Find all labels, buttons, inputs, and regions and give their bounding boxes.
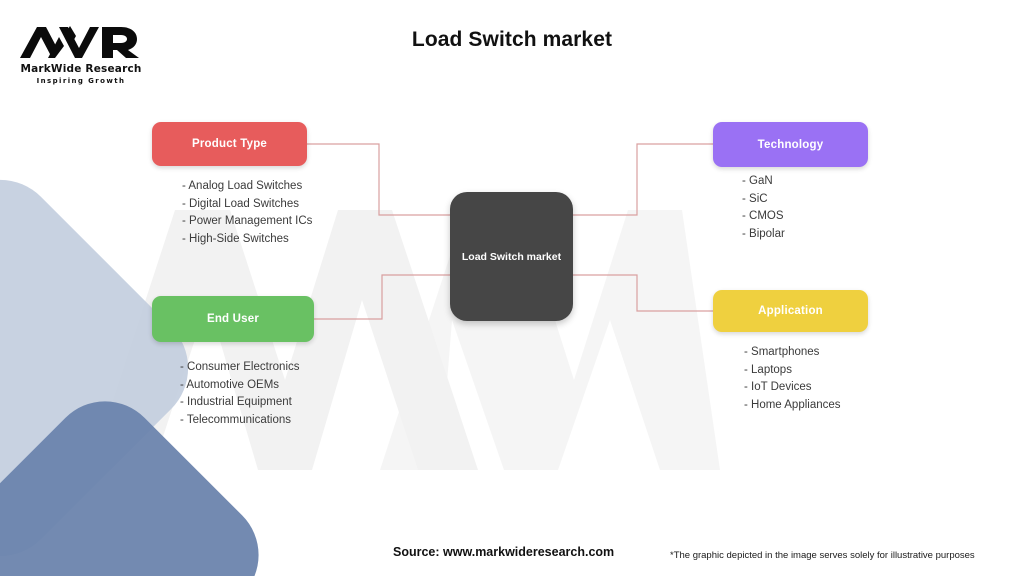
list-item: - SiC xyxy=(742,192,768,205)
node-application-label: Application xyxy=(758,305,823,317)
list-item: - GaN xyxy=(742,175,773,187)
list-item: - Automotive OEMs xyxy=(180,378,280,391)
list-end-user: - Consumer Electronics - Automotive OEMs… xyxy=(180,359,300,429)
footer-disclaimer: *The graphic depicted in the image serve… xyxy=(670,550,975,561)
center-node[interactable]: Load Switch market xyxy=(450,192,573,321)
list-item: - Smartphones xyxy=(744,346,820,358)
list-application: - Smartphones - Laptops - IoT Devices - … xyxy=(744,344,841,414)
list-item: - CMOS xyxy=(742,210,784,222)
connector-product-type xyxy=(307,143,450,216)
node-technology-label: Technology xyxy=(757,138,824,151)
list-item: - High-Side Switches xyxy=(182,232,289,245)
list-item: - Home Appliances xyxy=(744,398,841,411)
page-title: Load Switch market xyxy=(411,28,613,51)
logo-tagline: Inspiring Growth xyxy=(36,77,126,85)
list-product-type: - Analog Load Switches - Digital Load Sw… xyxy=(182,178,312,248)
node-end-user[interactable]: End User xyxy=(152,296,314,342)
center-node-label: Load Switch market xyxy=(461,250,562,263)
logo-company-name: MarkWide Research xyxy=(20,63,142,75)
list-item: - IoT Devices xyxy=(744,381,812,393)
list-item: - Digital Load Switches xyxy=(182,197,299,210)
connector-end-user xyxy=(314,274,450,320)
connector-application xyxy=(573,274,713,312)
list-item: - Analog Load Switches xyxy=(182,180,303,192)
list-item: - Industrial Equipment xyxy=(180,396,292,408)
footer-source: Source: www.markwideresearch.com xyxy=(393,545,615,559)
list-item: - Consumer Electronics xyxy=(180,361,300,373)
list-technology: - GaN - SiC - CMOS - Bipolar xyxy=(742,173,785,243)
node-product-type[interactable]: Product Type xyxy=(152,122,307,166)
brand-logo: MarkWide Research Inspiring Growth xyxy=(18,24,144,86)
connector-technology xyxy=(573,143,713,216)
mwr-logo-icon xyxy=(20,26,139,58)
list-item: - Power Management ICs xyxy=(182,215,313,227)
node-application[interactable]: Application xyxy=(713,290,868,332)
list-item: - Telecommunications xyxy=(180,413,292,426)
node-end-user-label: End User xyxy=(206,313,260,325)
list-item: - Laptops xyxy=(744,363,792,376)
list-item: - Bipolar xyxy=(742,227,785,240)
node-technology[interactable]: Technology xyxy=(713,122,868,167)
node-product-type-label: Product Type xyxy=(191,138,268,150)
